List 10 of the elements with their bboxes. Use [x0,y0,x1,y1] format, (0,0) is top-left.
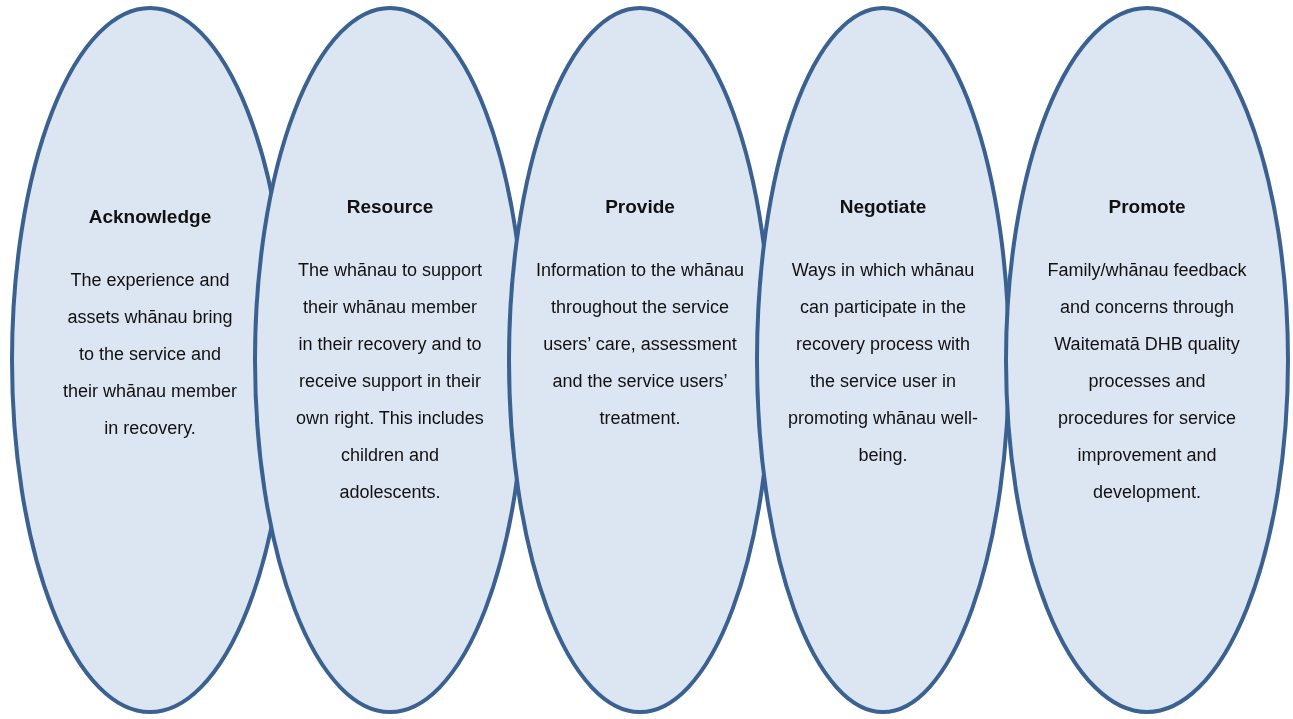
description: The whānau to support their whānau member in their recovery and to receive support in their own right. This includes children and adolescents. [295,259,485,504]
heading: Resource [345,196,435,218]
heading: Promote [1107,196,1187,218]
heading: Negotiate [838,196,928,218]
description: Family/whānau feedback and concerns through Waitematā DHB quality processes and procedures for service improvement and development. [1047,259,1247,504]
heading: Acknowledge [87,206,213,228]
description: Ways in which whānau can participate in the recovery process with the service user in promoting whānau well-being. [786,259,980,467]
description: The experience and assets whānau bring to the service and their whānau member in recovery. [61,269,239,440]
description: Information to the whānau throughout the service users’ care, assessment and the service users’ treatment. [535,259,745,430]
heading: Provide [604,196,676,218]
